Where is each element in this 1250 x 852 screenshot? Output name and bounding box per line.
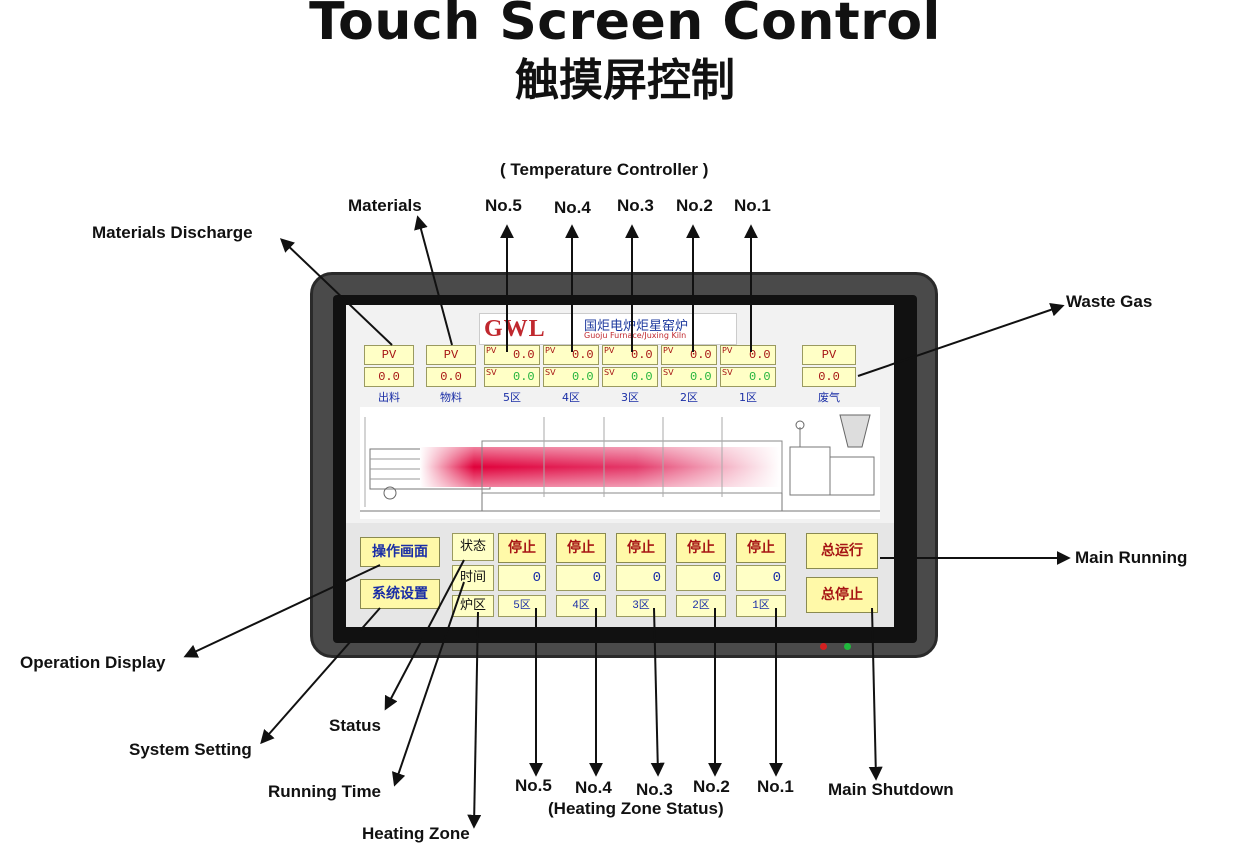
zone3-label: 3区 (621, 391, 639, 404)
zone5-time: 0 (498, 565, 546, 591)
callout-heating-zone: Heating Zone (362, 824, 470, 843)
logo-english: Guoju Furnace/Juxing Kiln (584, 331, 687, 340)
callout-no2-top: No.2 (676, 196, 713, 215)
zone1-sv-box (720, 367, 776, 387)
zone3-pv-box (602, 345, 658, 365)
zone2-pv-tag: PV (663, 346, 674, 355)
zone4-pv-value: 0.0 (572, 348, 594, 362)
kiln-diagram (360, 407, 880, 519)
zone5-pv-tag: PV (486, 346, 497, 355)
zone3-pv-tag: PV (604, 346, 615, 355)
callout-no2-bottom: No.2 (693, 777, 730, 796)
discharge-label: 出料 (378, 391, 400, 404)
callout-materials: Materials (348, 196, 422, 215)
zone4-sv-box (543, 367, 599, 387)
callout-no3-top: No.3 (617, 196, 654, 215)
zone1-zone: 1区 (736, 595, 786, 617)
callout-no4-top: No.4 (554, 198, 591, 217)
zone5-label: 5区 (503, 391, 521, 404)
zone5-sv-tag: SV (486, 368, 497, 377)
materials-pv-label: PV (426, 345, 476, 365)
callout-waste-gas: Waste Gas (1066, 292, 1153, 311)
logo-chinese: 国炬电炉炬星窑炉 (584, 319, 689, 334)
zone3-sv-tag: SV (604, 368, 615, 377)
zone1-sv-tag: SV (722, 368, 733, 377)
led-red-icon (820, 643, 827, 650)
callout-status: Status (329, 716, 381, 735)
zone1-pv-box (720, 345, 776, 365)
logo-mark: GWL (484, 316, 546, 342)
main-run-button[interactable]: 总运行 (806, 533, 878, 569)
hmi-screen: GWL 国炬电炉炬星窑炉 Guoju Furnace/Juxing Kiln P… (346, 305, 894, 627)
materials-value: 0.0 (426, 367, 476, 387)
zone1-time: 0 (736, 565, 786, 591)
zone3-time: 0 (616, 565, 666, 591)
callout-no4-bottom: No.4 (575, 778, 612, 797)
callout-running-time: Running Time (268, 782, 382, 801)
zone3-sv-value: 0.0 (631, 370, 653, 384)
zone4-sv-value: 0.0 (572, 370, 594, 384)
callout-main-running: Main Running (1075, 548, 1188, 567)
time-row-label: 时间 (452, 565, 494, 591)
waste-gas-value: 0.0 (802, 367, 856, 387)
zone4-status[interactable]: 停止 (556, 533, 606, 563)
zone1-pv-value: 0.0 (749, 348, 771, 362)
zone-row-label: 炉区 (452, 595, 494, 617)
zone5-sv-value: 0.0 (513, 370, 535, 384)
callout-no5-bottom: No.5 (515, 776, 552, 795)
zone3-status[interactable]: 停止 (616, 533, 666, 563)
zone2-label: 2区 (680, 391, 698, 404)
callout-system-setting: System Setting (129, 740, 252, 759)
zone2-zone: 2区 (676, 595, 726, 617)
waste-gas-label: 废气 (818, 391, 840, 404)
callout-no3-bottom: No.3 (636, 780, 673, 799)
title-english: Touch Screen Control (309, 0, 941, 52)
zone4-time: 0 (556, 565, 606, 591)
operation-display-button[interactable]: 操作画面 (360, 537, 440, 567)
discharge-value: 0.0 (364, 367, 414, 387)
zone2-pv-box (661, 345, 717, 365)
callout-no5-top: No.5 (485, 196, 522, 215)
zone2-status[interactable]: 停止 (676, 533, 726, 563)
status-row-label: 状态 (452, 533, 494, 561)
kiln-illustration (360, 414, 880, 512)
main-stop-button[interactable]: 总停止 (806, 577, 878, 613)
zone2-sv-value: 0.0 (690, 370, 712, 384)
materials-label: 物料 (440, 391, 462, 404)
brand-logo: GWL 国炬电炉炬星窑炉 Guoju Furnace/Juxing Kiln (479, 313, 737, 345)
zone2-time: 0 (676, 565, 726, 591)
zone1-label: 1区 (739, 391, 757, 404)
zone1-pv-tag: PV (722, 346, 733, 355)
callout-materials-discharge: Materials Discharge (92, 223, 253, 242)
title-chinese: 触摸屏控制 (515, 55, 735, 106)
callout-operation-display: Operation Display (20, 653, 166, 672)
zone5-sv-box (484, 367, 540, 387)
zone3-sv-box (602, 367, 658, 387)
zone4-label: 4区 (562, 391, 580, 404)
zone4-pv-tag: PV (545, 346, 556, 355)
zone5-pv-box (484, 345, 540, 365)
zone2-sv-tag: SV (663, 368, 674, 377)
discharge-pv-label: PV (364, 345, 414, 365)
system-setting-button[interactable]: 系统设置 (360, 579, 440, 609)
zone5-status[interactable]: 停止 (498, 533, 546, 563)
led-green-icon (844, 643, 851, 650)
zone3-pv-value: 0.0 (631, 348, 653, 362)
callout-heating-zone-status: (Heating Zone Status) (548, 799, 724, 818)
callout-no1-bottom: No.1 (757, 777, 794, 796)
zone1-status[interactable]: 停止 (736, 533, 786, 563)
waste-gas-pv-label: PV (802, 345, 856, 365)
zone5-pv-value: 0.0 (513, 348, 535, 362)
zone4-sv-tag: SV (545, 368, 556, 377)
zone3-zone: 3区 (616, 595, 666, 617)
zone1-sv-value: 0.0 (749, 370, 771, 384)
zone2-pv-value: 0.0 (690, 348, 712, 362)
zone5-zone: 5区 (498, 595, 546, 617)
callout-main-shutdown: Main Shutdown (828, 780, 954, 799)
zone2-sv-box (661, 367, 717, 387)
zone4-zone: 4区 (556, 595, 606, 617)
callout-no1-top: No.1 (734, 196, 771, 215)
callout-temperature-controller: ( Temperature Controller ) (500, 160, 709, 179)
